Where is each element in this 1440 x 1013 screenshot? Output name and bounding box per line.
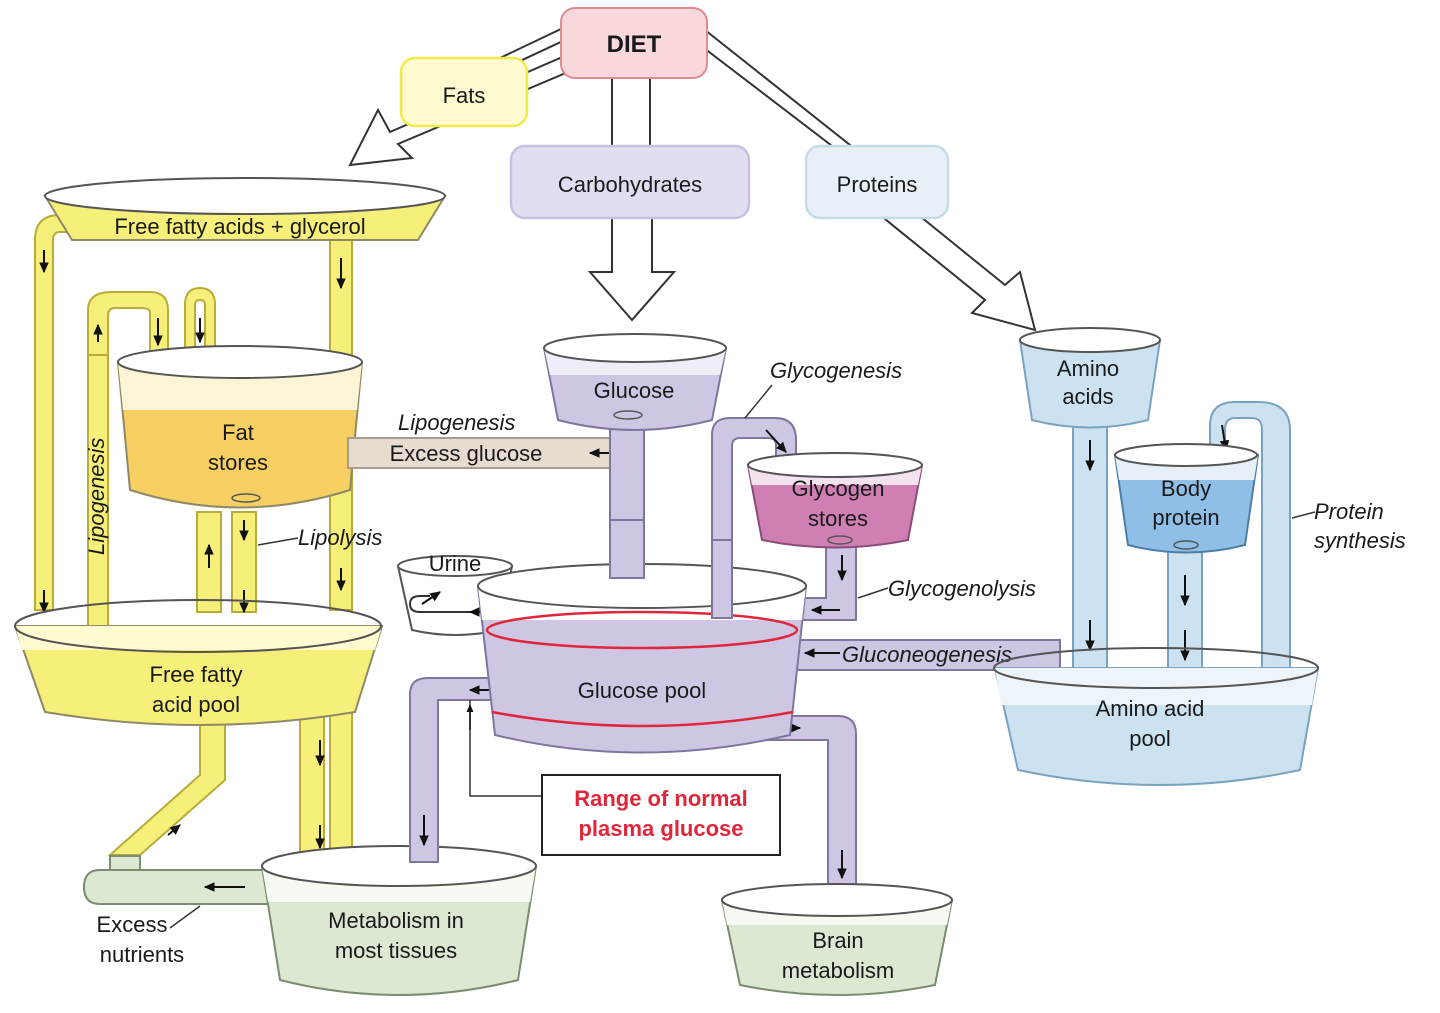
- protein-synthesis-label-1: Protein: [1314, 499, 1384, 524]
- excess-glucose-label: Excess glucose: [390, 441, 543, 466]
- diet-label: DIET: [607, 31, 662, 58]
- fat-stores-bowl: [116, 345, 364, 509]
- glycogenolysis-label: Glycogenolysis: [888, 576, 1036, 601]
- glucose-bowl: [542, 333, 728, 431]
- fat-stores-label-1: Fat: [222, 420, 254, 445]
- glucose-pipes: [409, 417, 1061, 901]
- ffa-pool-bowl: [13, 599, 384, 726]
- proteins-box: [804, 144, 950, 220]
- body-protein-bowl: [1113, 443, 1260, 554]
- lipogenesis-vertical-label: Lipogenesis: [84, 438, 109, 555]
- protein-synthesis-label-2: synthesis: [1314, 528, 1406, 553]
- glucose-label: Glucose: [594, 378, 675, 403]
- amino-acid-pool-bowl: [993, 647, 1320, 786]
- ffa-pool-label-1: Free fatty: [150, 662, 243, 687]
- excess-nutrients-label-1: Excess: [97, 912, 168, 937]
- range-upper-line: [485, 610, 799, 650]
- brain-metabolism-label-1: Brain: [812, 928, 863, 953]
- amino-acid-pool-label-1: Amino acid: [1096, 696, 1205, 721]
- amino-acids-label-1: Amino: [1057, 356, 1119, 381]
- glycogen-stores-bowl: [746, 452, 924, 549]
- ffa-glycerol-label: Free fatty acids + glycerol: [114, 214, 365, 239]
- metabolism-tissues-label-2: most tissues: [335, 938, 457, 963]
- amino-acids-label-2: acids: [1062, 384, 1113, 409]
- carbohydrates-box: [509, 144, 751, 220]
- glycogen-stores-label-2: stores: [808, 506, 868, 531]
- amino-acids-bowl: [1018, 327, 1162, 429]
- lipogenesis-label: Lipogenesis: [398, 410, 515, 435]
- gluconeogenesis-label: Gluconeogenesis: [842, 642, 1012, 667]
- lipolysis-label: Lipolysis: [298, 525, 382, 550]
- body-protein-label-1: Body: [1161, 476, 1211, 501]
- urine-label: Urine: [429, 551, 482, 576]
- range-callout: [466, 700, 781, 856]
- glycogenesis-label: Glycogenesis: [770, 358, 902, 383]
- body-protein-label-2: protein: [1152, 505, 1219, 530]
- range-lower-line: [491, 710, 794, 728]
- glucose-pool-label: Glucose pool: [578, 678, 706, 703]
- ffa-glycerol-bowl: [43, 177, 447, 241]
- brain-metabolism-label-2: metabolism: [782, 958, 894, 983]
- amino-acid-pool-label-2: pool: [1129, 726, 1171, 751]
- carbohydrates-label: Carbohydrates: [558, 172, 702, 197]
- metabolism-tissues-label-1: Metabolism in: [328, 908, 464, 933]
- range-label-2: plasma glucose: [578, 816, 743, 841]
- ffa-pool-label-2: acid pool: [152, 692, 240, 717]
- excess-nutrients-label-2: nutrients: [100, 942, 184, 967]
- range-label-1: Range of normal: [574, 786, 748, 811]
- diet-box: [560, 7, 708, 79]
- fat-stores-label-2: stores: [208, 450, 268, 475]
- protein-synthesis-leader: [1291, 511, 1316, 519]
- excess-nutrients-pipe: [82, 855, 276, 929]
- glycogenolysis-leader: [857, 587, 889, 599]
- metabolism-tissues-bowl: [260, 845, 538, 996]
- proteins-label: Proteins: [837, 172, 918, 197]
- glycogenesis-leader: [744, 384, 773, 419]
- fats-label: Fats: [443, 83, 486, 108]
- brain-metabolism-bowl: [720, 883, 954, 996]
- glucose-pool-bowl: [476, 563, 808, 754]
- fats-box: [399, 56, 529, 128]
- glycogen-stores-label-1: Glycogen: [792, 476, 885, 501]
- lipolysis-leader: [257, 537, 299, 546]
